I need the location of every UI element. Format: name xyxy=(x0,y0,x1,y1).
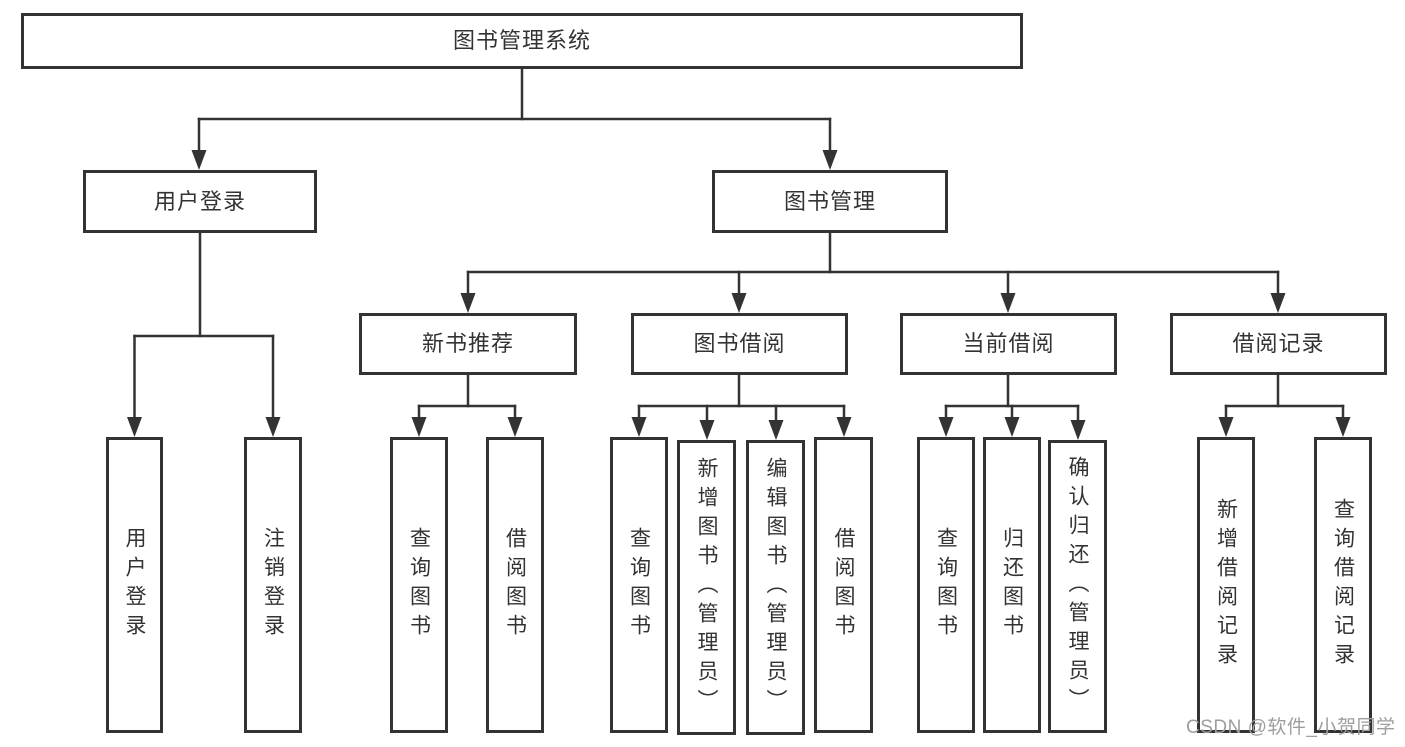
arrowhead-down-icon xyxy=(411,417,427,437)
arrowhead-down-icon xyxy=(127,417,142,437)
leaf-query-books-recommend: 查询图书 xyxy=(390,437,448,733)
arrowhead-down-icon xyxy=(822,150,838,170)
leaf-query-borrow-record: 查询借阅记录 xyxy=(1314,437,1372,733)
node-new-book-recommend-label: 新书推荐 xyxy=(421,331,514,356)
arrowhead-down-icon xyxy=(191,150,207,170)
node-user-login: 用户登录 xyxy=(83,170,317,233)
leaf-borrow-books-label: 借阅图书 xyxy=(832,527,856,643)
arrowhead-down-icon xyxy=(938,417,954,437)
arrowhead-down-icon xyxy=(836,417,852,437)
leaf-confirm-return-admin: 确认归还（管理员） xyxy=(1048,440,1107,733)
leaf-query-borrow-record-label: 查询借阅记录 xyxy=(1331,498,1355,672)
node-book-management-label: 图书管理 xyxy=(783,188,876,214)
leaf-query-books-recommend-label: 查询图书 xyxy=(407,527,431,643)
arrowhead-down-icon xyxy=(768,420,784,440)
node-borrow-records-label: 借阅记录 xyxy=(1232,331,1325,356)
arrowhead-down-icon xyxy=(699,420,715,440)
watermark: CSDN @软件_小贺同学 xyxy=(1186,717,1396,738)
node-new-book-recommend: 新书推荐 xyxy=(359,313,577,375)
node-current-borrow: 当前借阅 xyxy=(900,313,1117,375)
node-book-borrow-label: 图书借阅 xyxy=(693,331,786,356)
node-book-management: 图书管理 xyxy=(712,170,948,233)
leaf-query-books-current: 查询图书 xyxy=(917,437,975,733)
arrowhead-down-icon xyxy=(631,417,647,437)
leaf-user-login-label: 用户登录 xyxy=(123,527,147,643)
arrowhead-down-icon xyxy=(507,417,523,437)
leaf-user-login: 用户登录 xyxy=(106,437,163,733)
leaf-return-books-label: 归还图书 xyxy=(1000,527,1024,643)
arrowhead-down-icon xyxy=(1270,293,1286,313)
leaf-logout-label: 注销登录 xyxy=(261,527,285,643)
node-borrow-records: 借阅记录 xyxy=(1170,313,1387,375)
leaf-edit-books-admin: 编辑图书（管理员） xyxy=(746,440,805,735)
arrowhead-down-icon xyxy=(1070,420,1086,440)
leaf-return-books: 归还图书 xyxy=(983,437,1041,733)
leaf-add-books-admin: 新增图书（管理员） xyxy=(677,440,736,735)
leaf-add-borrow-record-label: 新增借阅记录 xyxy=(1214,498,1238,672)
arrowhead-down-icon xyxy=(1218,417,1234,437)
leaf-borrow-books-recommend: 借阅图书 xyxy=(486,437,544,733)
node-root: 图书管理系统 xyxy=(21,13,1023,69)
leaf-logout: 注销登录 xyxy=(244,437,302,733)
arrowhead-down-icon xyxy=(265,417,281,437)
leaf-query-books-current-label: 查询图书 xyxy=(934,527,958,643)
leaf-borrow-books-recommend-label: 借阅图书 xyxy=(503,527,527,643)
node-user-login-label: 用户登录 xyxy=(153,188,246,214)
leaf-add-books-admin-label: 新增图书（管理员） xyxy=(695,457,719,718)
arrowhead-down-icon xyxy=(1004,417,1020,437)
node-root-label: 图书管理系统 xyxy=(452,28,591,53)
leaf-query-books-borrow-label: 查询图书 xyxy=(627,527,651,643)
arrowhead-down-icon xyxy=(1000,293,1016,313)
leaf-confirm-return-admin-label: 确认归还（管理员） xyxy=(1066,456,1090,717)
arrowhead-down-icon xyxy=(1335,417,1351,437)
leaf-borrow-books: 借阅图书 xyxy=(814,437,873,733)
leaf-query-books-borrow: 查询图书 xyxy=(610,437,668,733)
node-current-borrow-label: 当前借阅 xyxy=(962,331,1055,356)
leaf-add-borrow-record: 新增借阅记录 xyxy=(1197,437,1255,733)
leaf-edit-books-admin-label: 编辑图书（管理员） xyxy=(764,457,788,718)
arrowhead-down-icon xyxy=(460,293,476,313)
node-book-borrow: 图书借阅 xyxy=(631,313,848,375)
arrowhead-down-icon xyxy=(731,293,747,313)
